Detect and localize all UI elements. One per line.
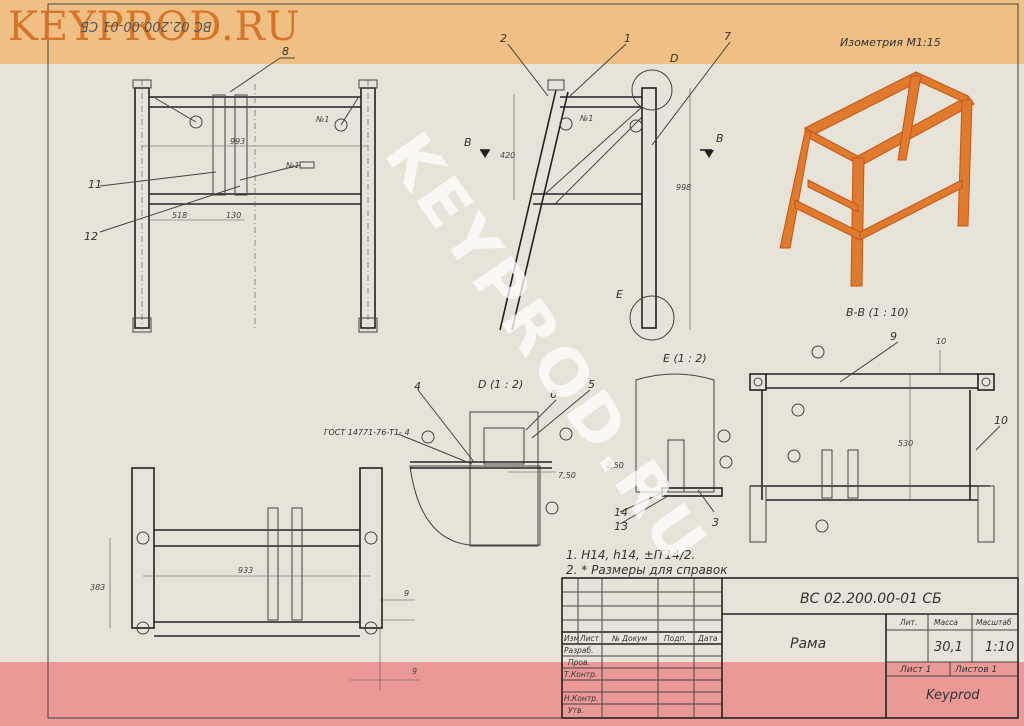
col-izm: Изм — [564, 634, 580, 643]
detail-e-view: 2,50 14 13 3 — [606, 373, 733, 533]
weld-mark: №1 — [315, 115, 329, 124]
top-banner — [0, 0, 1024, 64]
weld-mark: №1 — [285, 161, 299, 170]
mirrored-doc-code: ВС 02.200.00-01 СБ — [80, 18, 212, 33]
sheet-frame — [47, 3, 1019, 719]
callout-1: 1 — [624, 32, 631, 45]
title-block — [561, 577, 1019, 719]
cut-b-right: В — [716, 132, 724, 145]
callout-13: 13 — [614, 520, 628, 533]
callout-2: 2 — [500, 32, 507, 45]
gost-weld-note: ГОСТ 14771-76-Т1- 4 — [324, 428, 410, 437]
dim-side-420: 420 — [500, 151, 515, 160]
col-date: Дата — [698, 634, 718, 643]
dim-front-width: 993 — [230, 137, 245, 146]
callout-6: 6 — [550, 388, 557, 401]
isometric-view — [779, 71, 975, 287]
row-prov: Пров. — [568, 658, 590, 667]
row-utv: Утв. — [568, 706, 584, 715]
company-name: Keyprod — [926, 688, 980, 703]
scale-label: Масштаб — [976, 618, 1012, 627]
mass-value: 30,1 — [934, 640, 963, 655]
col-list: Лист — [580, 634, 600, 643]
dim-front-130: 130 — [226, 211, 241, 220]
tech-note-1: 1. H14, h14, ±IT14/2. — [566, 548, 696, 562]
callout-3: 3 — [712, 516, 719, 529]
col-doc: № Докум — [612, 634, 648, 643]
dim-front-518: 518 — [172, 211, 187, 220]
dim-top-9a: 9 — [404, 589, 409, 598]
callout-7: 7 — [724, 30, 731, 43]
callout-11: 11 — [88, 178, 102, 191]
front-view: 8 11 12 993 518 130 №1 №1 — [84, 45, 378, 333]
bottom-banner — [0, 662, 1024, 726]
side-view: 2 1 7 D E В В 420 998 №1 — [464, 30, 731, 341]
detail-e-label: E (1 : 2) — [663, 352, 707, 365]
callout-12: 12 — [84, 230, 98, 243]
dim-top-9b: 9 — [412, 667, 417, 676]
sheets-total: Листов 1 — [955, 665, 998, 675]
col-sign: Подп. — [664, 634, 687, 643]
section-bb-label: В-В (1 : 10) — [846, 306, 909, 319]
keyprod-logo: KEYPROD.RU — [8, 4, 301, 50]
dim-bb-10: 10 — [936, 337, 946, 346]
row-razrab: Разраб. — [564, 646, 594, 655]
view-letter-e: E — [616, 288, 623, 301]
dim-side-998: 998 — [676, 183, 691, 192]
callout-4: 4 — [414, 380, 421, 393]
dim-e-250: 2,50 — [606, 461, 624, 470]
view-letter-d: D — [670, 52, 678, 65]
callout-10: 10 — [994, 414, 1008, 427]
row-tkontr: Т.Контр. — [564, 670, 598, 679]
sheet-number: Лист 1 — [900, 665, 932, 675]
section-bb-view: 9 10 10 530 — [749, 330, 1008, 543]
tech-note-2: 2. * Размеры для справок — [566, 563, 728, 577]
row-nkontr: Н.Контр. — [564, 694, 599, 703]
cut-b-left: В — [464, 136, 472, 149]
dim-d-750: 7,50 — [558, 471, 576, 480]
dim-bb-530: 530 — [898, 439, 913, 448]
lit-label: Лит. — [900, 618, 918, 627]
title-part-name: Рама — [790, 636, 827, 652]
dim-top-933: 933 — [238, 566, 253, 575]
detail-d-label: D (1 : 2) — [478, 378, 524, 391]
title-doc-code: ВС 02.200.00-01 СБ — [800, 591, 942, 607]
top-view: 383 933 9 9 — [90, 467, 420, 690]
scale-value: 1:10 — [985, 640, 1015, 655]
callout-8: 8 — [282, 45, 289, 58]
callout-14: 14 — [614, 506, 628, 519]
detail-d-view: 4 5 6 7,50 — [397, 378, 595, 547]
weld-mark: №1 — [579, 114, 593, 123]
dim-top-383: 383 — [90, 583, 105, 592]
isometric-label: Изометрия М1:15 — [840, 36, 941, 49]
callout-9: 9 — [890, 330, 897, 343]
callout-5: 5 — [588, 378, 595, 391]
mass-label: Масса — [934, 618, 958, 627]
